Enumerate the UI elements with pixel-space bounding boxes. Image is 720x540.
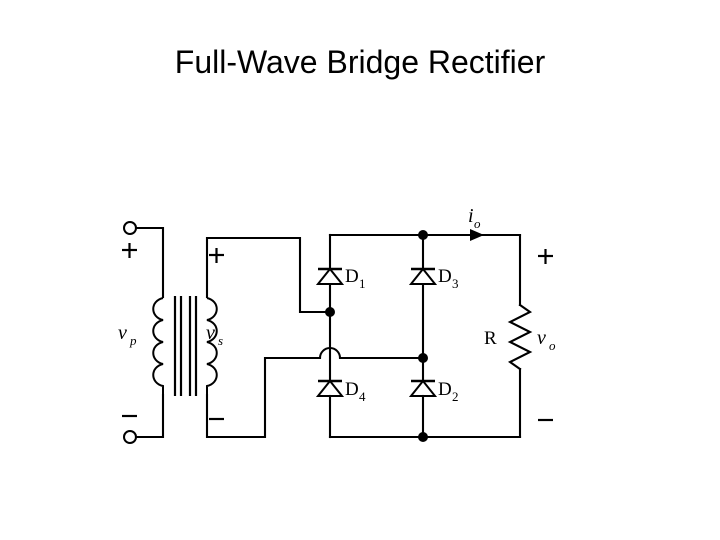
primary-voltage-label: v	[118, 322, 127, 344]
d3-triangle	[408, 267, 438, 285]
d1-triangle	[315, 267, 345, 285]
primary-voltage-subscript: p	[129, 333, 137, 348]
d4-subscript: 4	[359, 389, 366, 404]
d2-triangle	[408, 379, 438, 397]
output-current-indicator: i o	[440, 205, 484, 241]
d3-label: D	[438, 266, 452, 287]
d2-label: D	[438, 379, 452, 400]
primary-winding	[152, 297, 164, 394]
diode-d3[interactable]: D 3	[408, 266, 459, 291]
primary-side: v p	[118, 221, 165, 444]
output-voltage-subscript: o	[549, 338, 556, 353]
transformer-core	[173, 296, 198, 396]
resistor-zigzag	[507, 303, 533, 371]
diode-d2[interactable]: D 2	[408, 379, 459, 404]
diode-d1[interactable]: D 1	[315, 266, 366, 291]
resistor-label: R	[484, 328, 497, 349]
node-secondary-bottom-to-bridge	[418, 353, 428, 363]
d4-label: D	[345, 379, 359, 400]
primary-plus-sign	[122, 243, 137, 258]
output-plus-sign	[538, 249, 553, 264]
secondary-voltage-label: v	[206, 322, 215, 344]
secondary-bottom-lead-left	[205, 356, 322, 439]
node-top-right	[418, 230, 428, 240]
load-resistor[interactable]: R	[484, 233, 533, 439]
d1-label: D	[345, 266, 359, 287]
d1-subscript: 1	[359, 276, 366, 291]
secondary-top-lead	[205, 236, 332, 314]
primary-negative-terminal[interactable]	[123, 430, 137, 444]
primary-top-lead	[134, 226, 165, 299]
primary-positive-terminal[interactable]	[123, 221, 137, 235]
d4-triangle	[315, 379, 345, 397]
junction-nodes	[325, 230, 428, 442]
primary-bottom-lead	[134, 393, 165, 439]
node-bottom-right	[418, 432, 428, 442]
node-secondary-top-to-bridge	[325, 307, 335, 317]
secondary-plus-sign	[209, 248, 224, 263]
io-arrowhead	[470, 229, 484, 241]
page-title: Full-Wave Bridge Rectifier	[174, 44, 546, 80]
secondary-side: v s	[205, 236, 425, 439]
diode-d4[interactable]: D 4	[315, 379, 366, 404]
d3-subscript: 3	[452, 276, 459, 291]
secondary-winding	[206, 297, 218, 394]
output-voltage-indicator: v o	[537, 249, 556, 422]
output-voltage-label: v	[537, 327, 546, 349]
output-current-label: i	[468, 205, 474, 227]
output-current-subscript: o	[474, 216, 481, 231]
secondary-voltage-subscript: s	[218, 333, 223, 348]
d2-subscript: 2	[452, 389, 459, 404]
